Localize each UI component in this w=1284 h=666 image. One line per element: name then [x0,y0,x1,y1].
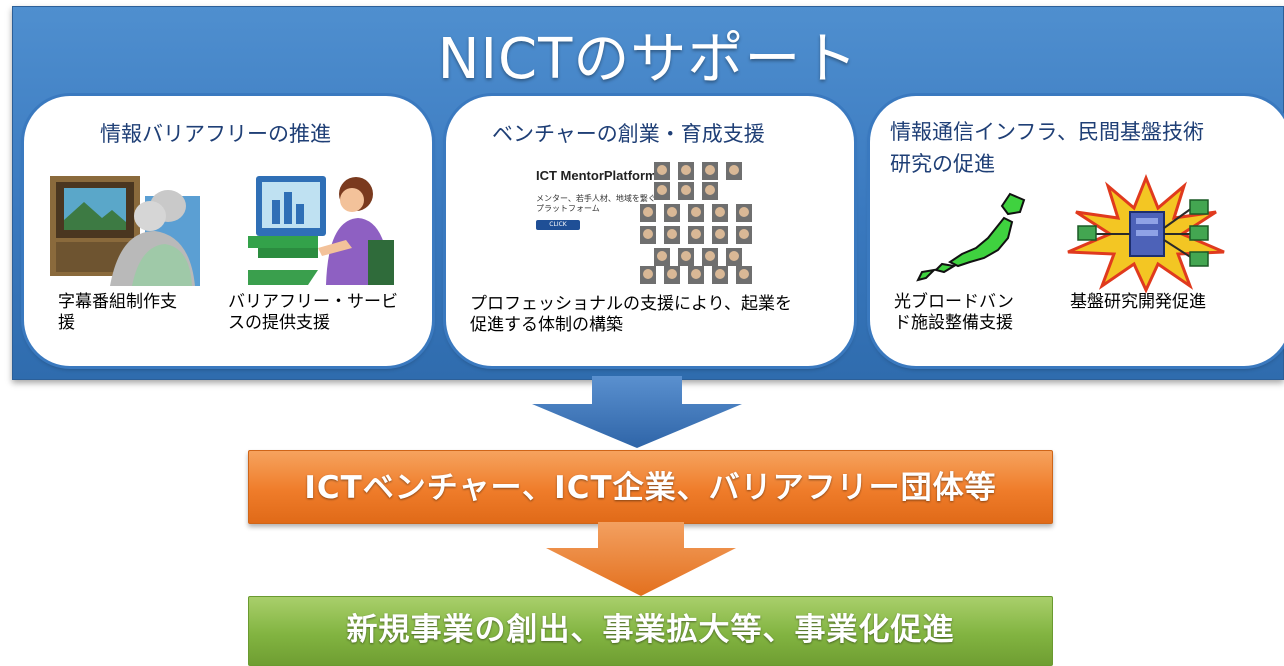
tv-viewers-icon [50,176,200,286]
panel-title-venture: ベンチャーの創業・育成支援 [492,122,765,146]
panel-barrier-free: 情報バリアフリーの推進 字幕番組制作支 援 バリアフリー・サービ スの提供支援 [24,96,432,366]
banner-title: NICTのサポート [437,27,859,92]
down-arrow-orange [546,522,736,596]
caption-basic-research: 基盤研究開発促進 [1070,292,1206,312]
mentor-photos-grid [640,162,752,284]
platform-logo: ICT MentorPlatform [536,168,657,183]
ict-mentor-platform-banner: ICT MentorPlatform メンター、若手人材、地域を繋ぐ プラットフ… [536,162,768,284]
network-server-icon [1067,173,1225,294]
caption-barrier-free-service: バリアフリー・サービ スの提供支援 [228,292,398,333]
caption-broadband-support: 光ブロードバン ド施設整備支援 [894,292,1014,333]
business-creation-box: 新規事業の創出、事業拡大等、事業化促進 [248,596,1053,666]
platform-click-button[interactable]: CLICK [536,220,580,230]
panel-infrastructure: 情報通信インフラ、民間基盤技術 研究の促進 光ブロードバン ド施設整備支援 基盤… [870,96,1284,366]
target-entities-box: ICTベンチャー、ICT企業、バリアフリー団体等 [248,450,1053,524]
platform-tagline: メンター、若手人材、地域を繋ぐ プラットフォーム [536,194,656,213]
caption-subtitle-support: 字幕番組制作支 援 [58,292,177,333]
japan-map-icon [916,192,1026,282]
panel-title-barrier-free: 情報バリアフリーの推進 [100,122,331,146]
panel-title-infrastructure: 情報通信インフラ、民間基盤技術 研究の促進 [890,120,1204,176]
caption-professional-support: プロフェッショナルの支援により、起業を 促進する体制の構築 [470,294,792,335]
computer-user-icon [248,176,394,285]
down-arrow-blue [532,376,742,448]
panel-venture: ベンチャーの創業・育成支援 ICT MentorPlatform メンター、若手… [446,96,854,366]
